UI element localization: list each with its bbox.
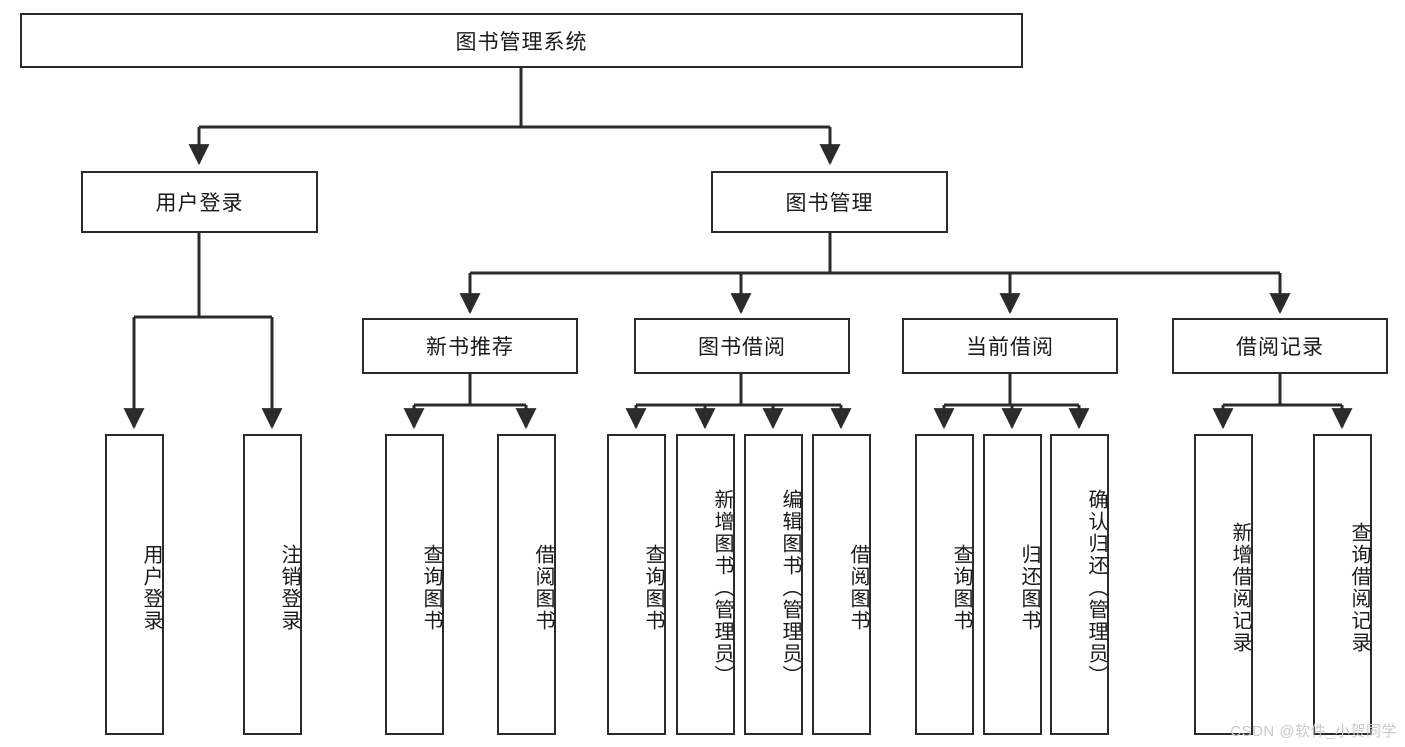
- node-root-label: 图书管理系统: [455, 30, 588, 54]
- node-current-borrow-label: 当前借阅: [966, 336, 1054, 359]
- leaf-record-add-label: 新增借阅记录: [1229, 521, 1251, 654]
- node-root[interactable]: 图书管理系统: [20, 13, 1023, 68]
- leaf-logout-label: 注销登录: [278, 543, 300, 632]
- leaf-borrow-query-book[interactable]: 查询图书: [607, 434, 666, 735]
- leaf-borrow-borrow-book[interactable]: 借阅图书: [812, 434, 871, 735]
- leaf-borrow-add-book-label: 新增图书（管理员）: [711, 488, 733, 687]
- node-new-book-recommend[interactable]: 新书推荐: [362, 318, 578, 374]
- watermark: CSDN @软件_小贺同学: [1230, 723, 1397, 740]
- leaf-record-query[interactable]: 查询借阅记录: [1313, 434, 1372, 735]
- node-user-login-label: 用户登录: [155, 192, 244, 215]
- node-book-borrow[interactable]: 图书借阅: [634, 318, 850, 374]
- leaf-logout[interactable]: 注销登录: [243, 434, 302, 735]
- node-user-login[interactable]: 用户登录: [81, 171, 318, 233]
- leaf-current-query-book[interactable]: 查询图书: [915, 434, 974, 735]
- node-borrow-record-label: 借阅记录: [1236, 336, 1324, 359]
- leaf-current-return-book-label: 归还图书: [1018, 543, 1040, 632]
- leaf-current-confirm-return-label: 确认归还（管理员）: [1085, 488, 1107, 687]
- leaf-current-confirm-return[interactable]: 确认归还（管理员）: [1050, 434, 1109, 735]
- leaf-newbook-borrow-book[interactable]: 借阅图书: [497, 434, 556, 735]
- leaf-current-return-book[interactable]: 归还图书: [983, 434, 1042, 735]
- node-book-management[interactable]: 图书管理: [711, 171, 948, 233]
- node-book-management-label: 图书管理: [785, 192, 874, 215]
- leaf-borrow-edit-book-label: 编辑图书（管理员）: [779, 488, 801, 687]
- node-new-book-recommend-label: 新书推荐: [426, 336, 514, 359]
- leaf-user-login-label: 用户登录: [140, 543, 162, 632]
- leaf-borrow-borrow-book-label: 借阅图书: [847, 543, 869, 632]
- leaf-record-query-label: 查询借阅记录: [1348, 521, 1370, 654]
- leaf-newbook-query-book[interactable]: 查询图书: [385, 434, 444, 735]
- leaf-borrow-query-book-label: 查询图书: [642, 543, 664, 632]
- node-current-borrow[interactable]: 当前借阅: [902, 318, 1118, 374]
- leaf-current-query-book-label: 查询图书: [950, 543, 972, 632]
- leaf-user-login[interactable]: 用户登录: [105, 434, 164, 735]
- leaf-record-add[interactable]: 新增借阅记录: [1194, 434, 1253, 735]
- leaf-borrow-add-book[interactable]: 新增图书（管理员）: [676, 434, 735, 735]
- leaf-newbook-borrow-book-label: 借阅图书: [532, 543, 554, 632]
- node-borrow-record[interactable]: 借阅记录: [1172, 318, 1388, 374]
- leaf-borrow-edit-book[interactable]: 编辑图书（管理员）: [744, 434, 803, 735]
- node-book-borrow-label: 图书借阅: [698, 336, 786, 359]
- leaf-newbook-query-book-label: 查询图书: [420, 543, 442, 632]
